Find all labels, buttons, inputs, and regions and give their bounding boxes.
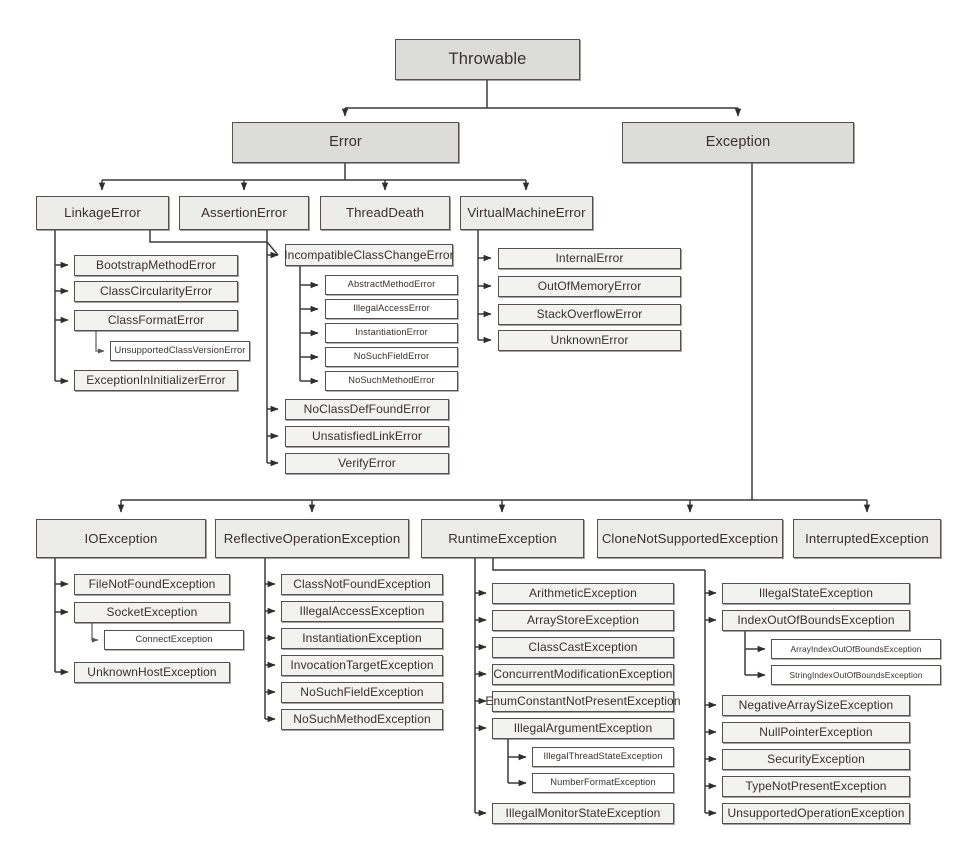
class-node-unsupported-class-version-error[interactable]: UnsupportedClassVersionError [110, 341, 250, 361]
class-node-class-format-error[interactable]: ClassFormatError [74, 310, 238, 331]
class-node-clone-not-supported-exception[interactable]: CloneNotSupportedException [597, 519, 783, 558]
class-node-interrupted-exception[interactable]: InterruptedException [793, 519, 941, 558]
class-node-instantiation-exception[interactable]: InstantiationException [281, 628, 443, 649]
class-node-unsupported-operation-exception[interactable]: UnsupportedOperationException [722, 803, 910, 824]
class-node-invocation-target-exception[interactable]: InvocationTargetException [281, 655, 443, 676]
class-node-null-pointer-exception[interactable]: NullPointerException [722, 722, 910, 743]
class-node-array-store-exception[interactable]: ArrayStoreException [492, 610, 674, 631]
class-node-file-not-found-exception[interactable]: FileNotFoundException [74, 574, 230, 595]
class-node-exception-in-initializer-error[interactable]: ExceptionInInitializerError [74, 370, 238, 391]
class-node-illegal-access-error[interactable]: IllegalAccessError [325, 299, 458, 319]
class-node-illegal-monitor-state-exception[interactable]: IllegalMonitorStateException [492, 803, 674, 824]
class-node-reflective-operation-exception[interactable]: ReflectiveOperationException [215, 519, 409, 558]
class-node-exception[interactable]: Exception [622, 122, 854, 163]
class-node-out-of-memory-error[interactable]: OutOfMemoryError [498, 276, 681, 297]
class-node-stack-overflow-error[interactable]: StackOverflowError [498, 304, 681, 325]
class-node-runtime-exception[interactable]: RuntimeException [421, 519, 584, 558]
class-node-throwable[interactable]: Throwable [395, 39, 580, 80]
class-node-bootstrap-method-error[interactable]: BootstrapMethodError [74, 255, 238, 276]
class-node-virtual-machine-error[interactable]: VirtualMachineError [460, 196, 593, 230]
class-node-internal-error[interactable]: InternalError [498, 248, 681, 269]
class-node-arithmetic-exception[interactable]: ArithmeticException [492, 583, 674, 604]
class-node-string-index-out-of-bounds-exception[interactable]: StringIndexOutOfBoundsException [771, 665, 941, 685]
class-node-incompatible-class-change-error[interactable]: IncompatibleClassChangeError [284, 244, 454, 266]
class-node-io-exception[interactable]: IOException [36, 519, 206, 558]
class-node-error[interactable]: Error [232, 122, 459, 163]
class-node-no-such-method-exception[interactable]: NoSuchMethodException [281, 709, 443, 730]
class-node-no-such-method-error[interactable]: NoSuchMethodError [325, 371, 458, 391]
class-node-class-cast-exception[interactable]: ClassCastException [492, 637, 674, 658]
class-node-linkage-error[interactable]: LinkageError [36, 196, 169, 230]
class-node-thread-death[interactable]: ThreadDeath [320, 196, 450, 230]
class-node-instantiation-error[interactable]: InstantiationError [325, 323, 458, 343]
class-node-negative-array-size-exception[interactable]: NegativeArraySizeException [722, 695, 910, 716]
class-node-illegal-thread-state-exception[interactable]: IllegalThreadStateException [532, 747, 674, 767]
class-node-type-not-present-exception[interactable]: TypeNotPresentException [722, 776, 910, 797]
class-node-illegal-access-exception[interactable]: IllegalAccessException [281, 601, 443, 622]
class-node-no-such-field-error[interactable]: NoSuchFieldError [325, 347, 458, 367]
class-node-unsatisfied-link-error[interactable]: UnsatisfiedLinkError [285, 426, 449, 447]
class-node-no-such-field-exception[interactable]: NoSuchFieldException [281, 682, 443, 703]
class-node-enum-constant-not-present-exception[interactable]: EnumConstantNotPresentException [485, 691, 681, 712]
class-node-security-exception[interactable]: SecurityException [722, 749, 910, 770]
class-node-no-class-def-found-error[interactable]: NoClassDefFoundError [285, 399, 449, 420]
class-node-class-not-found-exception[interactable]: ClassNotFoundException [281, 574, 443, 595]
class-node-unknown-error[interactable]: UnknownError [498, 330, 681, 351]
class-node-illegal-state-exception[interactable]: IllegalStateException [722, 583, 910, 604]
class-node-verify-error[interactable]: VerifyError [285, 453, 449, 474]
class-node-assertion-error[interactable]: AssertionError [179, 196, 309, 230]
class-node-class-circularity-error[interactable]: ClassCircularityError [74, 281, 238, 302]
class-node-array-index-out-of-bounds-exception[interactable]: ArrayIndexOutOfBoundsException [771, 639, 941, 659]
class-node-unknown-host-exception[interactable]: UnknownHostException [74, 662, 230, 683]
class-node-illegal-argument-exception[interactable]: IllegalArgumentException [492, 718, 674, 739]
class-node-number-format-exception[interactable]: NumberFormatException [532, 773, 674, 793]
class-node-concurrent-modification-exception[interactable]: ConcurrentModificationException [492, 664, 674, 685]
class-node-socket-exception[interactable]: SocketException [74, 602, 230, 623]
class-node-connect-exception[interactable]: ConnectException [104, 630, 244, 650]
class-node-index-out-of-bounds-exception[interactable]: IndexOutOfBoundsException [722, 610, 910, 631]
class-node-abstract-method-error[interactable]: AbstractMethodError [325, 275, 458, 295]
